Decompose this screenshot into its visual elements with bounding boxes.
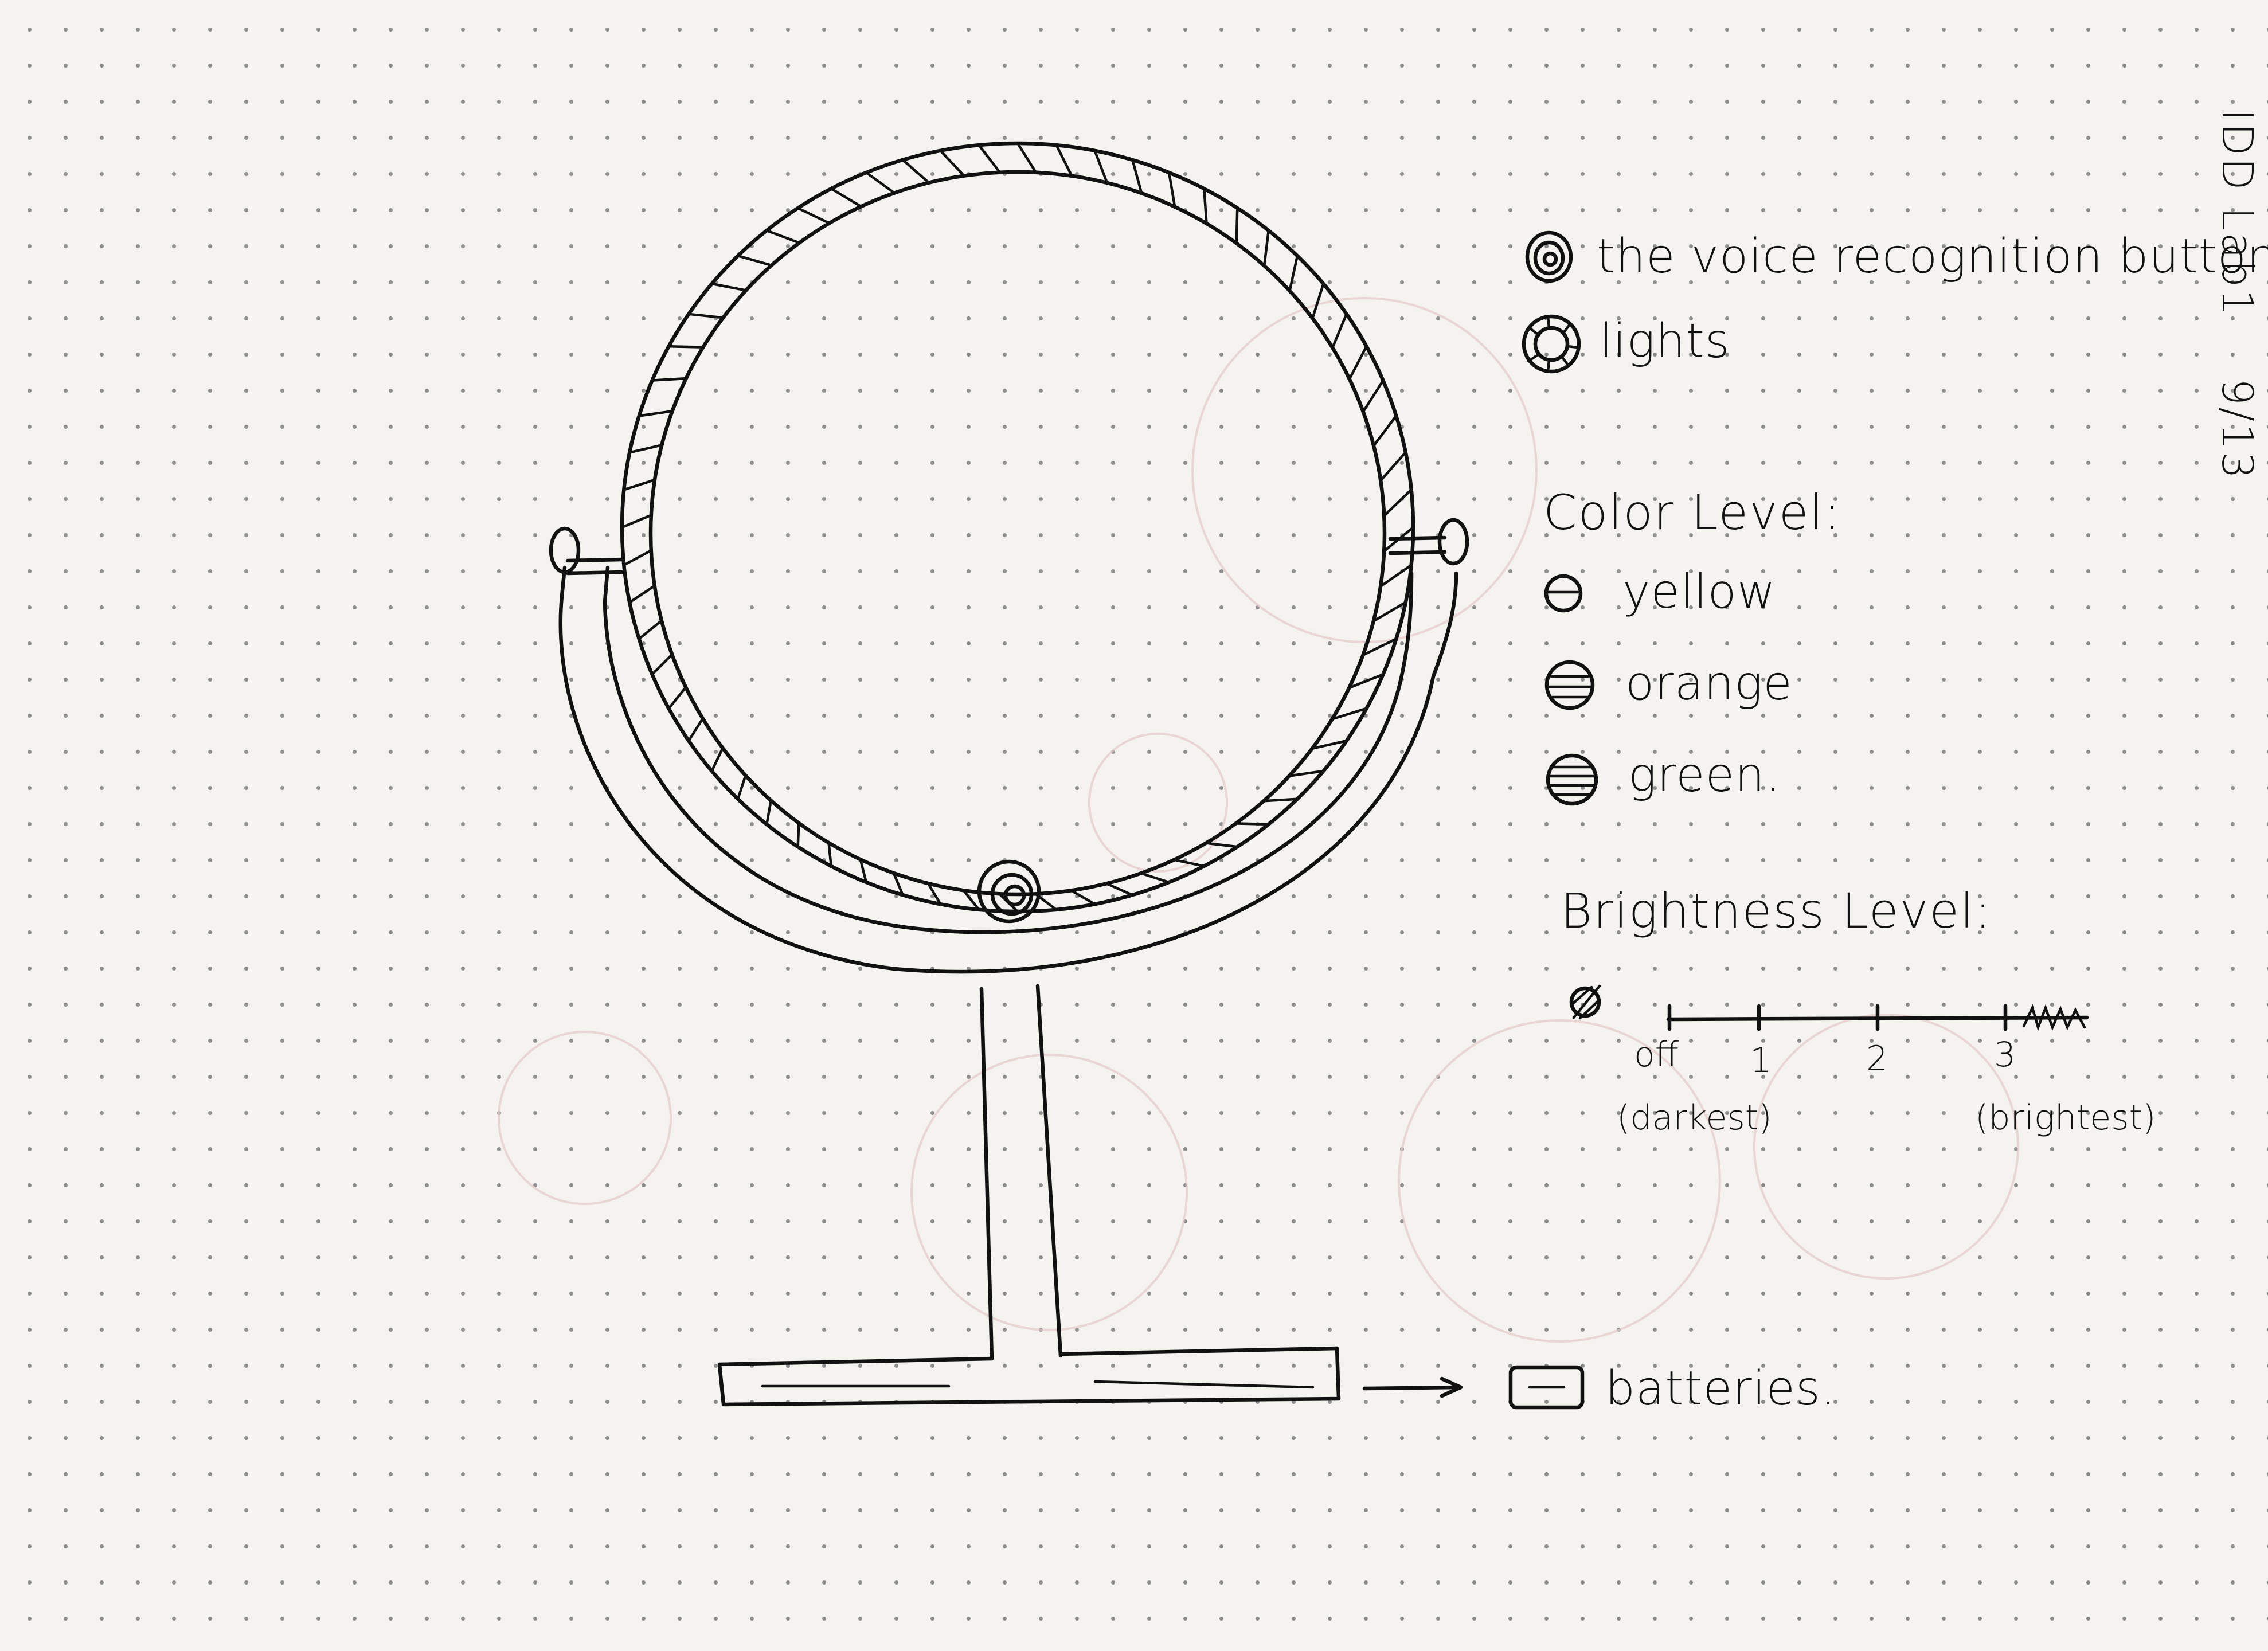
- lights-label: lights: [1600, 314, 1730, 369]
- brightness-off-icon: [1571, 986, 1600, 1018]
- hatch-stroke: [1237, 208, 1238, 243]
- mirror-outer-ring: [622, 143, 1413, 911]
- color-level-heading: Color Level:: [1543, 484, 1841, 541]
- three-stripe-circle-icon: [1548, 756, 1596, 804]
- hatch-stroke: [669, 346, 703, 347]
- hatch-stroke: [629, 445, 662, 452]
- hatch-stroke: [798, 208, 830, 223]
- hatch-stroke: [1264, 799, 1297, 801]
- brightest-caption: (brightest): [1975, 1098, 2156, 1138]
- hatch-stroke: [652, 378, 686, 381]
- hatch-stroke: [1057, 145, 1072, 176]
- hatch-stroke: [1350, 346, 1367, 379]
- hatch-stroke: [629, 586, 655, 603]
- hatch-stroke: [652, 655, 672, 675]
- darkest-caption: (darkest): [1617, 1098, 1772, 1138]
- stand-stem-left: [982, 989, 992, 1359]
- hatch-stroke: [1204, 189, 1206, 224]
- hatch-stroke: [829, 843, 831, 866]
- tick-1-label: 1: [1750, 1040, 1772, 1081]
- left-pivot-knob: [551, 529, 578, 572]
- bleed-through-marks: [499, 298, 2018, 1341]
- hatch-stroke: [1381, 565, 1411, 586]
- hatch-stroke: [767, 230, 799, 243]
- brightness-level-heading: Brightness Level:: [1561, 883, 1992, 939]
- hatch-stroke: [669, 687, 686, 709]
- hatch-stroke: [639, 621, 662, 639]
- hatch-stroke: [1236, 823, 1269, 824]
- battery-icon: [1511, 1367, 1582, 1407]
- hatch-stroke: [831, 189, 861, 206]
- hatch-stroke: [712, 748, 723, 771]
- hatch-stroke: [738, 776, 745, 799]
- hatch-stroke: [866, 173, 894, 193]
- hatch-stroke: [1095, 151, 1108, 183]
- hatch-stroke: [1071, 890, 1094, 904]
- hatch-stroke: [1374, 416, 1396, 446]
- hatch-stroke: [639, 411, 672, 416]
- color-orange-label: orange: [1625, 656, 1793, 711]
- tick-2-label: 2: [1866, 1039, 1888, 1079]
- batteries-label: batteries.: [1605, 1362, 1836, 1416]
- hatch-stroke: [1018, 143, 1036, 173]
- hatch-stroke: [1106, 883, 1132, 895]
- lab-title: IDD Lab1: [2212, 109, 2262, 318]
- hatch-stroke: [1332, 314, 1347, 348]
- stand-stem-right: [1038, 986, 1061, 1356]
- hatch-stroke: [624, 480, 655, 490]
- hatch-stroke: [903, 160, 929, 183]
- brightness-scale: [1668, 1006, 2087, 1029]
- hatch-stroke: [798, 823, 799, 847]
- hatch-stroke: [1384, 490, 1411, 515]
- hatched-ring-icon: [1524, 316, 1579, 371]
- voice-button-label: the voice recognition button.: [1597, 229, 2268, 284]
- hatch-stroke: [689, 314, 723, 318]
- hatch-stroke: [738, 256, 772, 265]
- color-green-label: green.: [1628, 748, 1781, 803]
- one-stripe-circle-icon: [1546, 576, 1581, 611]
- hatch-stroke: [1169, 173, 1175, 207]
- hatch-stroke: [1363, 381, 1383, 412]
- hatch-stroke: [622, 515, 651, 528]
- spiral-icon: [1527, 233, 1571, 281]
- tick-off-label: off: [1634, 1035, 1679, 1075]
- hatch-stroke: [1264, 230, 1269, 266]
- hatch-stroke: [767, 800, 771, 824]
- hatch-stroke: [979, 145, 1000, 173]
- mirror-lights-hatching: [622, 143, 1413, 911]
- stand-base: [719, 1348, 1339, 1404]
- tick-3-label: 3: [1994, 1035, 2016, 1075]
- lab-date: 9/13: [2212, 378, 2262, 480]
- hatch-stroke: [1381, 452, 1406, 480]
- hatch-stroke: [624, 550, 651, 565]
- hatch-stroke: [1312, 284, 1323, 318]
- right-pivot-knob: [1440, 520, 1467, 564]
- hatch-stroke: [689, 718, 703, 741]
- mirror-inner-ring: [651, 172, 1385, 894]
- hatch-stroke: [1132, 160, 1141, 193]
- hatch-stroke: [1290, 256, 1297, 291]
- color-yellow-label: yellow: [1622, 565, 1776, 619]
- two-stripe-circle-icon: [1547, 662, 1593, 708]
- hatch-stroke: [712, 284, 746, 291]
- battery-arrow: [1364, 1387, 1459, 1388]
- hatch-stroke: [1141, 873, 1169, 882]
- hatch-stroke: [940, 151, 964, 176]
